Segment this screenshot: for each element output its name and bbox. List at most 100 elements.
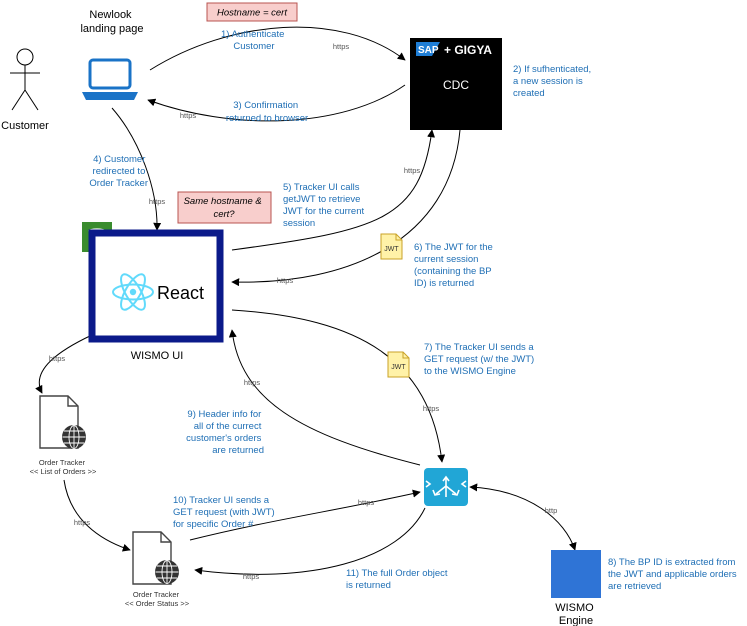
step-1-label: 1) Authenticate Customer — [221, 29, 287, 52]
step-10-label: 10) Tracker UI sends a GET request (with… — [173, 495, 277, 530]
order-list-doc-icon — [39, 395, 86, 449]
https-label: https — [180, 111, 197, 120]
jwt-token-text: JWT — [384, 246, 399, 253]
api-gateway-icon — [424, 468, 468, 506]
https-label: https — [74, 518, 91, 527]
https-label: https — [358, 498, 375, 507]
order-list-label-line: << List of Orders >> — [30, 467, 97, 476]
step-6-label: 6) The JWT for the current session (cont… — [414, 242, 495, 289]
sap-logo-icon: SAP — [416, 42, 440, 56]
gigya-logo-text: + GIGYA — [444, 43, 492, 57]
step-1-line: 1) Authenticate — [221, 29, 284, 40]
customer-label: Customer — [1, 120, 49, 132]
step-1-line: Customer — [233, 41, 274, 52]
step-9-line: are returned — [212, 445, 264, 456]
step-3-line: returned to browser — [226, 113, 308, 124]
edge-getjwt — [231, 129, 436, 251]
wismo-engine-box — [551, 550, 601, 598]
https-label: https — [333, 42, 350, 51]
step-6-line: 6) The JWT for the — [414, 242, 493, 253]
edge-to-engine — [231, 309, 446, 463]
step-5-line: session — [283, 218, 315, 229]
react-logo-text: React — [157, 283, 204, 303]
laptop-label-line: landing page — [80, 23, 143, 35]
order-list-label-line: Order Tracker — [39, 458, 86, 467]
step-5-line: getJWT to retrieve — [283, 194, 360, 205]
step-11-line: is returned — [346, 580, 391, 591]
order-status-label-line: << Order Status >> — [125, 599, 190, 608]
step-11-line: 11) The full Order object — [346, 568, 448, 579]
edge-status-request — [189, 489, 421, 541]
laptop-label-line: Newlook — [89, 9, 132, 21]
step-9-line: all of the currect — [194, 421, 262, 432]
jwt-token-text: JWT — [391, 364, 406, 371]
edge-engine-link — [469, 483, 577, 551]
step-4-line: 4) Customer — [93, 154, 145, 165]
edge-redirect — [111, 107, 162, 231]
step-3-line: 3) Confirmation — [233, 100, 298, 111]
https-label: https — [423, 404, 440, 413]
laptop-icon — [82, 58, 138, 100]
https-label: https — [149, 197, 166, 206]
react-app-frame — [88, 229, 224, 343]
jwt-token-icon: JWT — [387, 351, 410, 378]
step-10-line: for specific Order # — [173, 519, 254, 530]
https-label: https — [243, 572, 260, 581]
step-7-line: 7) The Tracker UI sends a — [424, 342, 534, 353]
step-2-line: created — [513, 88, 545, 99]
step-8-line: 8) The BP ID is extracted from — [608, 557, 736, 568]
step-6-line: current session — [414, 254, 478, 265]
step-9-line: 9) Header info for — [187, 409, 261, 420]
customer-figure — [10, 48, 40, 111]
wismo-engine-label: WISMO Engine — [555, 602, 597, 626]
wismo-engine-label-line: Engine — [559, 615, 593, 626]
hostname-note: Hostname = cert — [217, 8, 287, 19]
step-11-label: 11) The full Order object is returned — [346, 568, 450, 591]
step-3-label: 3) Confirmation returned to browser — [226, 100, 308, 124]
step-2-label: 2) If sufhenticated, a new session is cr… — [513, 64, 594, 99]
step-10-line: GET request (with JWT) — [173, 507, 275, 518]
order-list-label: Order Tracker << List of Orders >> — [30, 458, 97, 476]
hostname-note-box — [206, 2, 298, 22]
step-5-label: 5) Tracker UI calls getJWT to retrieve J… — [283, 182, 367, 229]
step-8-line: are retrieved — [608, 581, 661, 592]
same-hostname-line: Same hostname & — [184, 196, 262, 207]
edge-list-to-status — [63, 479, 131, 552]
step-4-label: 4) Customer redirected to Order Tracker — [89, 154, 148, 189]
step-5-line: 5) Tracker UI calls — [283, 182, 360, 193]
edge-headers-return — [228, 329, 421, 466]
react-logo-icon — [112, 273, 154, 311]
step-9-line: customer's orders — [186, 433, 261, 444]
https-label: https — [244, 378, 261, 387]
step-8-line: the JWT and applicable orders — [608, 569, 737, 580]
laptop-label: Newlook landing page — [80, 9, 143, 35]
edge-authenticate — [149, 26, 406, 71]
wismo-ui-label: WISMO UI — [131, 350, 184, 362]
edge-to-order-list — [35, 334, 93, 394]
wismo-engine-label-line: WISMO — [555, 602, 594, 614]
order-status-doc-icon — [132, 531, 179, 585]
cdc-label: CDC — [443, 78, 469, 92]
step-2-line: 2) If sufhenticated, — [513, 64, 591, 75]
order-status-label: Order Tracker << Order Status >> — [125, 590, 190, 608]
step-8-label: 8) The BP ID is extracted from the JWT a… — [608, 557, 739, 592]
https-label: https — [404, 166, 421, 175]
step-6-line: ID) is returned — [414, 278, 474, 289]
protocol-labels: https https https https https https http… — [49, 42, 557, 581]
order-status-label-line: Order Tracker — [133, 590, 180, 599]
step-10-line: 10) Tracker UI sends a — [173, 495, 270, 506]
same-hostname-note: Same hostname & cert? — [184, 196, 265, 220]
step-7-label: 7) The Tracker UI sends a GET request (w… — [424, 342, 537, 377]
step-4-line: redirected to — [93, 166, 146, 177]
edge-order-return — [194, 507, 426, 575]
http-label: http — [545, 506, 558, 515]
edge-confirmation — [147, 84, 406, 122]
step-7-line: GET request (w/ the JWT) — [424, 354, 534, 365]
step-2-line: a new session is — [513, 76, 583, 87]
same-hostname-note-box — [177, 191, 272, 224]
step-5-line: JWT for the current — [283, 206, 364, 217]
jwt-token-icon: JWT — [380, 233, 403, 260]
step-7-line: to the WISMO Engine — [424, 366, 516, 377]
sap-logo-text: SAP — [418, 45, 439, 56]
